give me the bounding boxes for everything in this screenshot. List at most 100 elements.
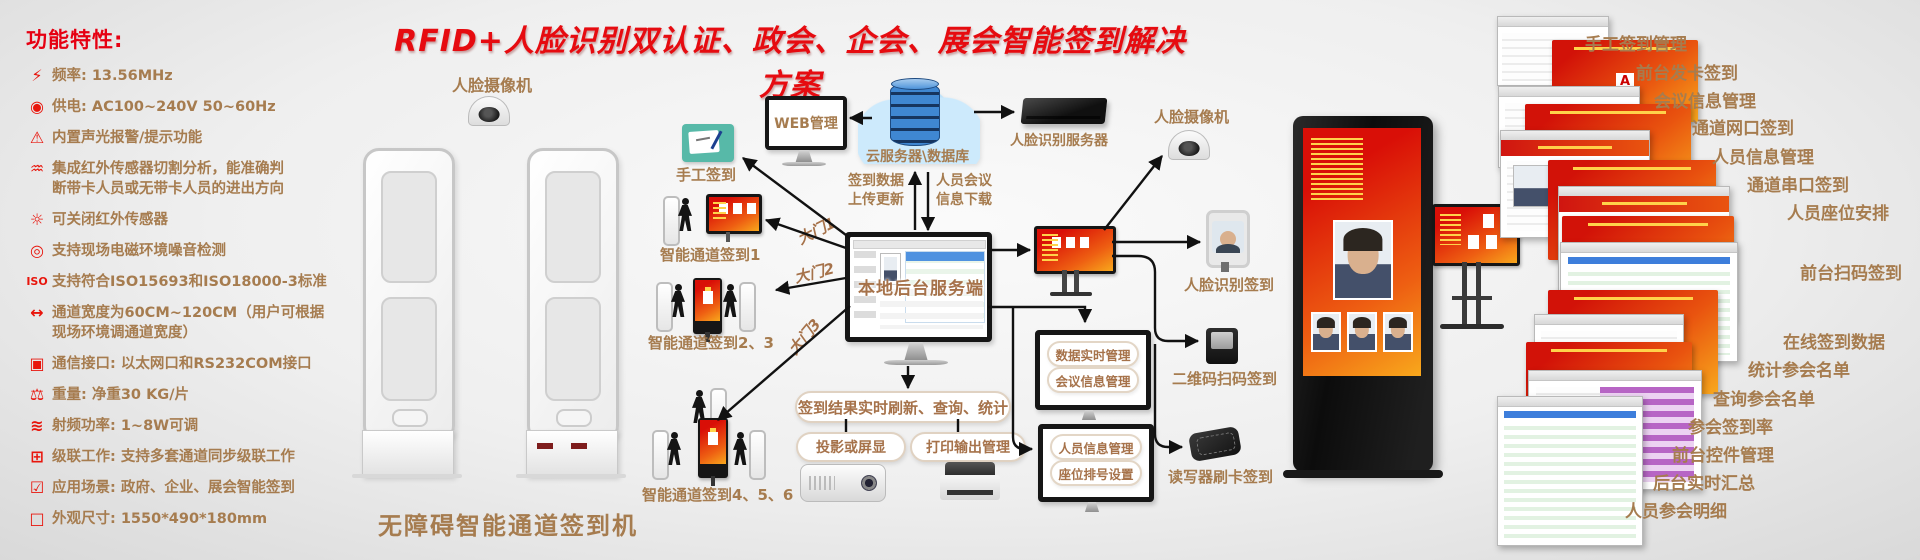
- feature-frequency: ⚡频率: 13.56MHz: [22, 66, 358, 86]
- signin-totem: [693, 278, 722, 342]
- right-label-attendance-detail: 人员参会明细: [1625, 502, 1727, 522]
- right-label-frontdesk-scan: 前台扫码签到: [1800, 264, 1902, 284]
- print-box: 打印输出管理: [910, 432, 1026, 462]
- manual-signin-icon: [682, 124, 734, 162]
- ir-sensor-icon: ♒: [29, 159, 45, 178]
- person-info-pill: 人员信息管理: [1050, 434, 1142, 460]
- database-icon: [890, 78, 940, 146]
- reader-signin-label: 读写器刷卡签到: [1168, 468, 1274, 486]
- feature-panel: 功能特性: ⚡频率: 13.56MHz ◉供电: AC100~240V 50~6…: [22, 24, 358, 540]
- kiosk-main-portrait: [1333, 220, 1393, 300]
- alarm-icon: ⚠: [29, 128, 45, 147]
- meeting-mgmt-pill: 会议信息管理: [1047, 367, 1139, 393]
- tv-stand-pole: [1062, 270, 1067, 292]
- monitor-stand: [1081, 410, 1097, 420]
- terminal-stand: [1221, 262, 1229, 272]
- right-label-stats-list: 统计参会名单: [1748, 361, 1850, 381]
- tv-stand-pole: [1074, 270, 1079, 292]
- person-icon: [692, 390, 706, 423]
- feature-port: ▣通信接口: 以太网口和RS232COM接口: [22, 354, 358, 374]
- size-icon: □: [29, 509, 45, 528]
- right-label-card-issue: 前台发卡签到: [1636, 64, 1738, 84]
- kiosk-info-text: [1311, 138, 1363, 202]
- tv-stand-shelf: [1452, 296, 1492, 300]
- screenshot-window: [1497, 396, 1643, 546]
- gate456-label: 智能通道签到4、5、6: [642, 486, 794, 504]
- right-label-manual-signin-mgmt: 手工签到管理: [1585, 35, 1687, 55]
- person-icon: [733, 432, 747, 465]
- feature-ir-sensor: ♒集成红外传感器切割分析，能准确判断带卡人员或无带卡人员的进出方向: [22, 159, 358, 199]
- download-label: 人员会议信息下载: [936, 173, 992, 208]
- person-mgmt-monitor: 人员信息管理 座位排号设置: [1038, 424, 1154, 502]
- face-signin-label: 人脸识别签到: [1184, 276, 1275, 294]
- rfid-gate-left: [363, 148, 455, 442]
- seat-setting-pill: 座位排号设置: [1050, 460, 1142, 486]
- right-label-frontdesk-control: 前台控件管理: [1672, 446, 1774, 466]
- data-mgmt-monitor: 数据实时管理 会议信息管理: [1035, 330, 1151, 410]
- person-icon: [671, 284, 685, 317]
- feature-width: ↔通道宽度为60CM~120CM（用户可根据现场环境调通道宽度）: [22, 303, 358, 343]
- kiosk-portrait: [1383, 312, 1413, 352]
- channel-width-icon: ↔: [30, 303, 44, 322]
- gate-foot: [516, 474, 626, 478]
- kiosk-base: [1283, 470, 1443, 478]
- printer-icon: [940, 462, 1000, 510]
- qr-signin-label: 二维码扫码签到: [1172, 370, 1278, 388]
- noise-detect-icon: ◎: [30, 241, 44, 260]
- local-server-label: 本地后台服务端: [858, 279, 984, 299]
- iso-icon: ISO: [26, 275, 48, 288]
- gate-foot: [352, 474, 462, 478]
- tv-stand-pole: [1462, 262, 1467, 324]
- rfid-gate-left-base: [362, 430, 454, 476]
- kiosk-portrait: [1311, 312, 1341, 352]
- feature-cascade: ⊞级联工作: 支持多套通道同步级联工作: [22, 447, 358, 467]
- monitor-stand: [1084, 502, 1100, 512]
- monitor-base: [884, 360, 948, 365]
- gate-camera-label: 人脸摄像机: [452, 76, 533, 95]
- feature-heading: 功能特性:: [26, 28, 124, 52]
- right-label-person-info: 人员信息管理: [1712, 148, 1814, 168]
- face-signin-terminal: [1206, 210, 1250, 268]
- right-label-query-list: 查询参会名单: [1713, 390, 1815, 410]
- feature-scene: ☑应用场景: 政府、企业、展会智能签到: [22, 478, 358, 498]
- feature-size: □外观尺寸: 1550*490*180mm: [22, 509, 358, 529]
- ir-toggle-icon: ☼: [29, 210, 45, 229]
- dome-camera-icon: [1168, 130, 1210, 160]
- tv-stand-base: [1050, 292, 1092, 296]
- data-mgmt-pill: 数据实时管理: [1047, 341, 1139, 367]
- monitor-base: [782, 162, 826, 166]
- signage-kiosk: [1293, 116, 1433, 472]
- gate1-label: 智能通道签到1: [660, 246, 761, 264]
- upload-label: 签到数据上传更新: [848, 173, 904, 208]
- projection-box: 投影或屏显: [796, 432, 906, 462]
- rfid-gate-right-base: [526, 430, 618, 476]
- tv-stand-pole: [1476, 262, 1481, 324]
- rf-power-icon: ≋: [30, 416, 44, 435]
- person-icon: [667, 432, 681, 465]
- right-label-serial-signin: 通道串口签到: [1747, 176, 1849, 196]
- right-label-seat-arrange: 人员座位安排: [1787, 204, 1889, 224]
- mini-gate: [739, 282, 756, 332]
- signage-screen: [706, 194, 762, 234]
- face-server-icon: [1020, 98, 1108, 124]
- cloud-label: 云服务器\数据库: [866, 149, 970, 165]
- scene-icon: ☑: [29, 478, 45, 497]
- rfid-gate-right: [527, 148, 619, 442]
- monitor-stand: [795, 150, 813, 162]
- feature-power: ◉供电: AC100~240V 50~60Hz: [22, 97, 358, 117]
- local-server-monitor: [845, 232, 992, 342]
- feature-weight: ⚖重量: 净重30 KG/片: [22, 385, 358, 405]
- gate-caption: 无障碍智能通道签到机: [378, 512, 638, 540]
- dome-camera-icon: [468, 96, 510, 126]
- screen-stand: [726, 232, 730, 242]
- cascade-icon: ⊞: [30, 447, 44, 466]
- right-label-signin-rate: 参会签到率: [1688, 418, 1773, 438]
- page-title: RFID+人脸识别双认证、政会、企会、展会智能签到解决方案: [394, 24, 1186, 103]
- signage-tv: [1034, 226, 1116, 274]
- mini-gate: [749, 430, 766, 480]
- result-box: 签到结果实时刷新、查询、统计: [795, 391, 1011, 423]
- power-icon: ◉: [30, 97, 44, 116]
- feature-rf-power: ≋射频功率: 1~8W可调: [22, 416, 358, 436]
- web-mgmt-label: WEB管理: [774, 116, 838, 132]
- face-server-label: 人脸识别服务器: [1010, 133, 1108, 149]
